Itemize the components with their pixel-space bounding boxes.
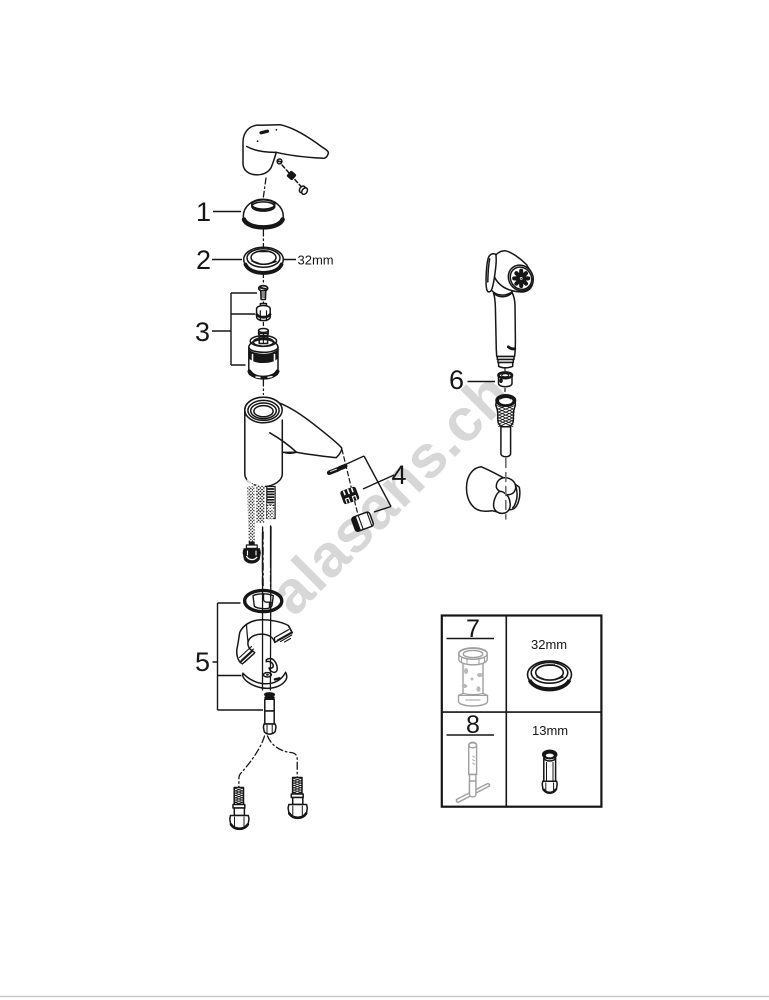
svg-text:32mm: 32mm [298, 253, 334, 268]
svg-text:3: 3 [195, 317, 210, 347]
svg-text:2: 2 [196, 245, 211, 275]
svg-text:6: 6 [449, 365, 464, 395]
svg-text:32mm: 32mm [531, 637, 567, 652]
svg-text:5: 5 [195, 647, 210, 677]
svg-text:4: 4 [392, 460, 407, 490]
svg-text:1: 1 [196, 197, 211, 227]
svg-text:8: 8 [466, 711, 480, 739]
svg-text:7: 7 [466, 615, 480, 643]
svg-text:13mm: 13mm [532, 723, 568, 738]
